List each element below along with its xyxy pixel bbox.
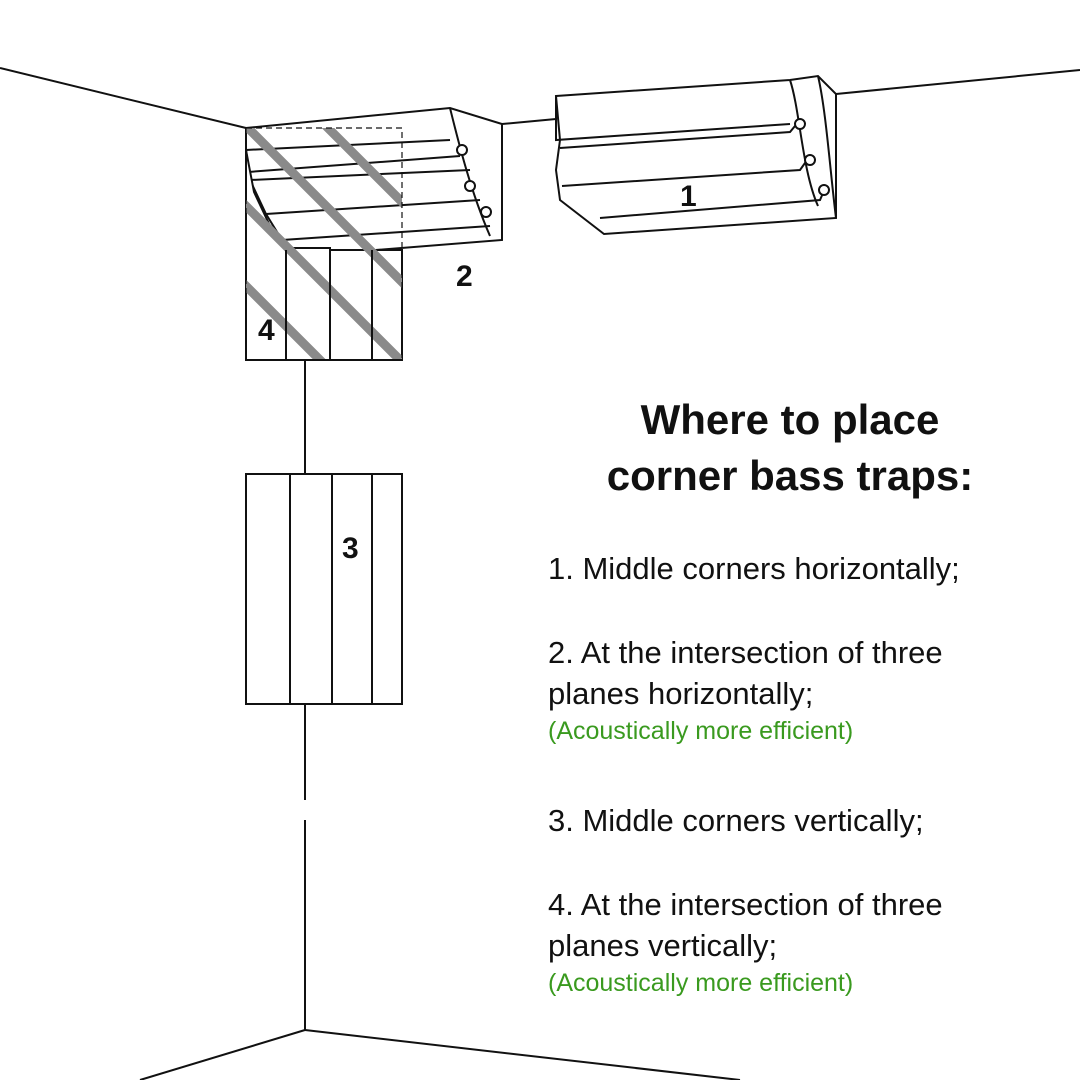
list-item-1: 1. Middle corners horizontally; (548, 548, 1068, 632)
right-ceiling-edge (501, 118, 557, 125)
hatch-overlay (246, 128, 402, 360)
right-ceiling-edge-far (835, 69, 1080, 95)
item-2-line-1: 2. At the intersection of three (548, 635, 943, 670)
title-line-2: corner bass traps: (606, 452, 974, 499)
item-4-line-1: 4. At the intersection of three (548, 887, 943, 922)
item-2-line-2: planes horizontally; (548, 676, 814, 711)
marker-4: 4 (258, 314, 275, 347)
bass-trap-1-horizontal (554, 74, 837, 236)
right-floor-edge (304, 1029, 741, 1080)
marker-2: 2 (456, 260, 473, 293)
list-item-3: 3. Middle corners vertically; (548, 800, 1068, 884)
item-4-note: (Acoustically more efficient) (548, 969, 854, 997)
item-4-line-2: planes vertically; (548, 928, 778, 963)
bass-trap-3-vertical (245, 473, 403, 705)
item-2-note: (Acoustically more efficient) (548, 717, 854, 745)
item-3-line-1: 3. Middle corners vertically; (548, 803, 924, 838)
title-line-1: Where to place (640, 396, 940, 443)
left-ceiling-edge (0, 67, 247, 129)
left-floor-edge (139, 1029, 306, 1080)
list-item-4: 4. At the intersection of three planes v… (548, 884, 1068, 1000)
bass-trap-2-horizontal-corner (245, 106, 503, 258)
list-item-2: 2. At the intersection of three planes h… (548, 632, 1068, 800)
item-1-line-1: 1. Middle corners horizontally; (548, 551, 960, 586)
room-edges (0, 67, 1080, 1080)
placement-list: 1. Middle corners horizontally; 2. At th… (548, 548, 1068, 1000)
marker-1: 1 (680, 180, 697, 213)
marker-3: 3 (342, 532, 359, 565)
page-title: Where to place corner bass traps: (540, 392, 1040, 504)
trap-4-outline (246, 250, 402, 361)
